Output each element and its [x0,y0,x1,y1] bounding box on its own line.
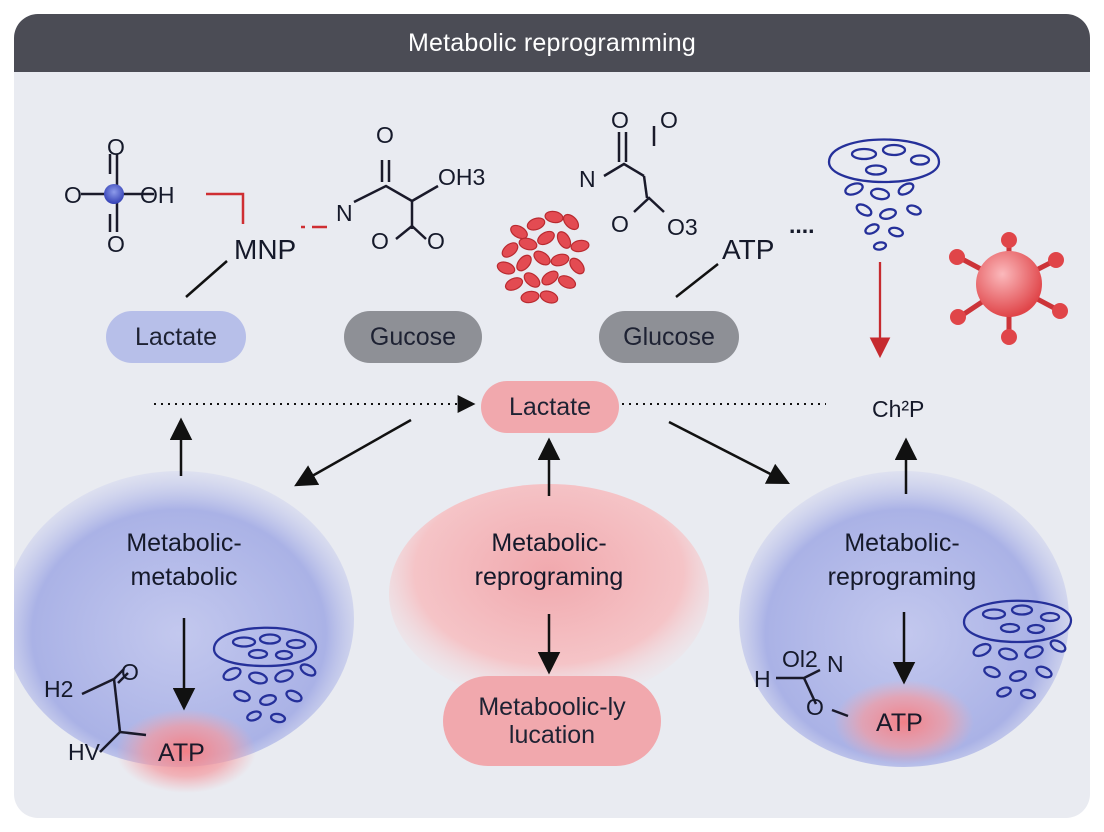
metaboolic-line2: lucation [508,721,596,749]
arrow-lactate-to-right [668,420,791,485]
arrow-lactate-to-left [294,418,412,487]
m3-oh3-label: OH3 [438,164,486,190]
m3-top-o-label: O [376,122,394,148]
left-atp-glow [116,709,256,793]
molecule-3 [353,160,439,240]
m3-n-label: N [336,200,353,226]
gucose-pill[interactable]: Gucose [344,311,482,363]
molecule-1-core [104,184,124,204]
lactate-left-pill[interactable]: Lactate [106,311,246,363]
ch2p-label: Ch²P [872,396,925,422]
atp-line [675,263,719,298]
right-bottom-ol2: Ol2 [782,646,818,672]
right-bottom-h: H [754,666,771,692]
m4-right-o-label: O [660,107,678,133]
mitochondrion-right [962,599,1073,700]
m4-bottom-o-label: O [611,211,629,237]
molecule-right-bottom [776,668,849,718]
right-bottom-n: N [827,651,844,677]
left-bottom-hv: HV [68,739,100,765]
molecule-left-bottom [81,668,147,753]
m3-bottom-o-label: O [427,228,445,254]
page-title: Metabolic reprogramming [407,28,697,57]
m4-top-o-label: O [611,107,629,133]
metaboolic-pill[interactable]: Metaboolic-ly lucation [443,676,661,766]
lactate-center-label: Lactate [508,393,591,421]
left-blob-line2: metabolic [130,563,238,591]
left-atp-label: ATP [158,739,205,767]
m1-left-label: O [64,182,82,208]
center-blob-line2: reprograming [474,563,624,591]
m3-bottom-label: O [371,228,389,254]
red-bracket [206,192,245,224]
diagram-canvas [14,126,1073,793]
mnp-line [185,260,228,298]
glucose-pill[interactable]: Glucose [599,311,739,363]
right-blob-line1: Metabolic- [844,529,960,557]
right-atp-label: ATP [876,709,923,737]
molecule-4 [603,126,665,213]
left-bottom-h2: H2 [44,676,74,702]
mnp-label: MNP [234,234,297,265]
mitochondrion-left [212,626,318,724]
metaboolic-line1: Metaboolic-ly [478,693,626,721]
right-atp-glow [834,680,974,764]
m1-bottom-label: O [107,231,125,257]
gucose-label: Gucose [369,323,457,351]
left-blob-line1: Metabolic- [126,529,242,557]
m4-n-label: N [579,166,596,192]
center-blob [389,484,709,704]
center-blob-line1: Metabolic- [491,529,607,557]
m1-right-label: OH [140,182,175,208]
glucose-label: Glucose [623,323,715,351]
m4-o3-label: O3 [667,214,698,240]
m1-top-label: O [107,134,125,160]
lactate-center-pill[interactable]: Lactate [481,381,619,433]
title-bar: Metabolic reprogramming [14,14,1090,72]
lactate-left-label: Lactate [134,323,217,351]
virus-core [976,251,1042,317]
dots-label: .... [789,212,815,238]
right-bottom-o: O [806,694,824,720]
diagram-card: Metabolic reprogramming O O OH O MNP N O… [14,14,1090,818]
red-cell-cluster [496,210,590,304]
mitochondrion-top [827,138,941,251]
atp-top-label: ATP [722,234,775,265]
left-bottom-o: O [121,659,139,685]
right-blob-line2: reprograming [827,563,977,591]
